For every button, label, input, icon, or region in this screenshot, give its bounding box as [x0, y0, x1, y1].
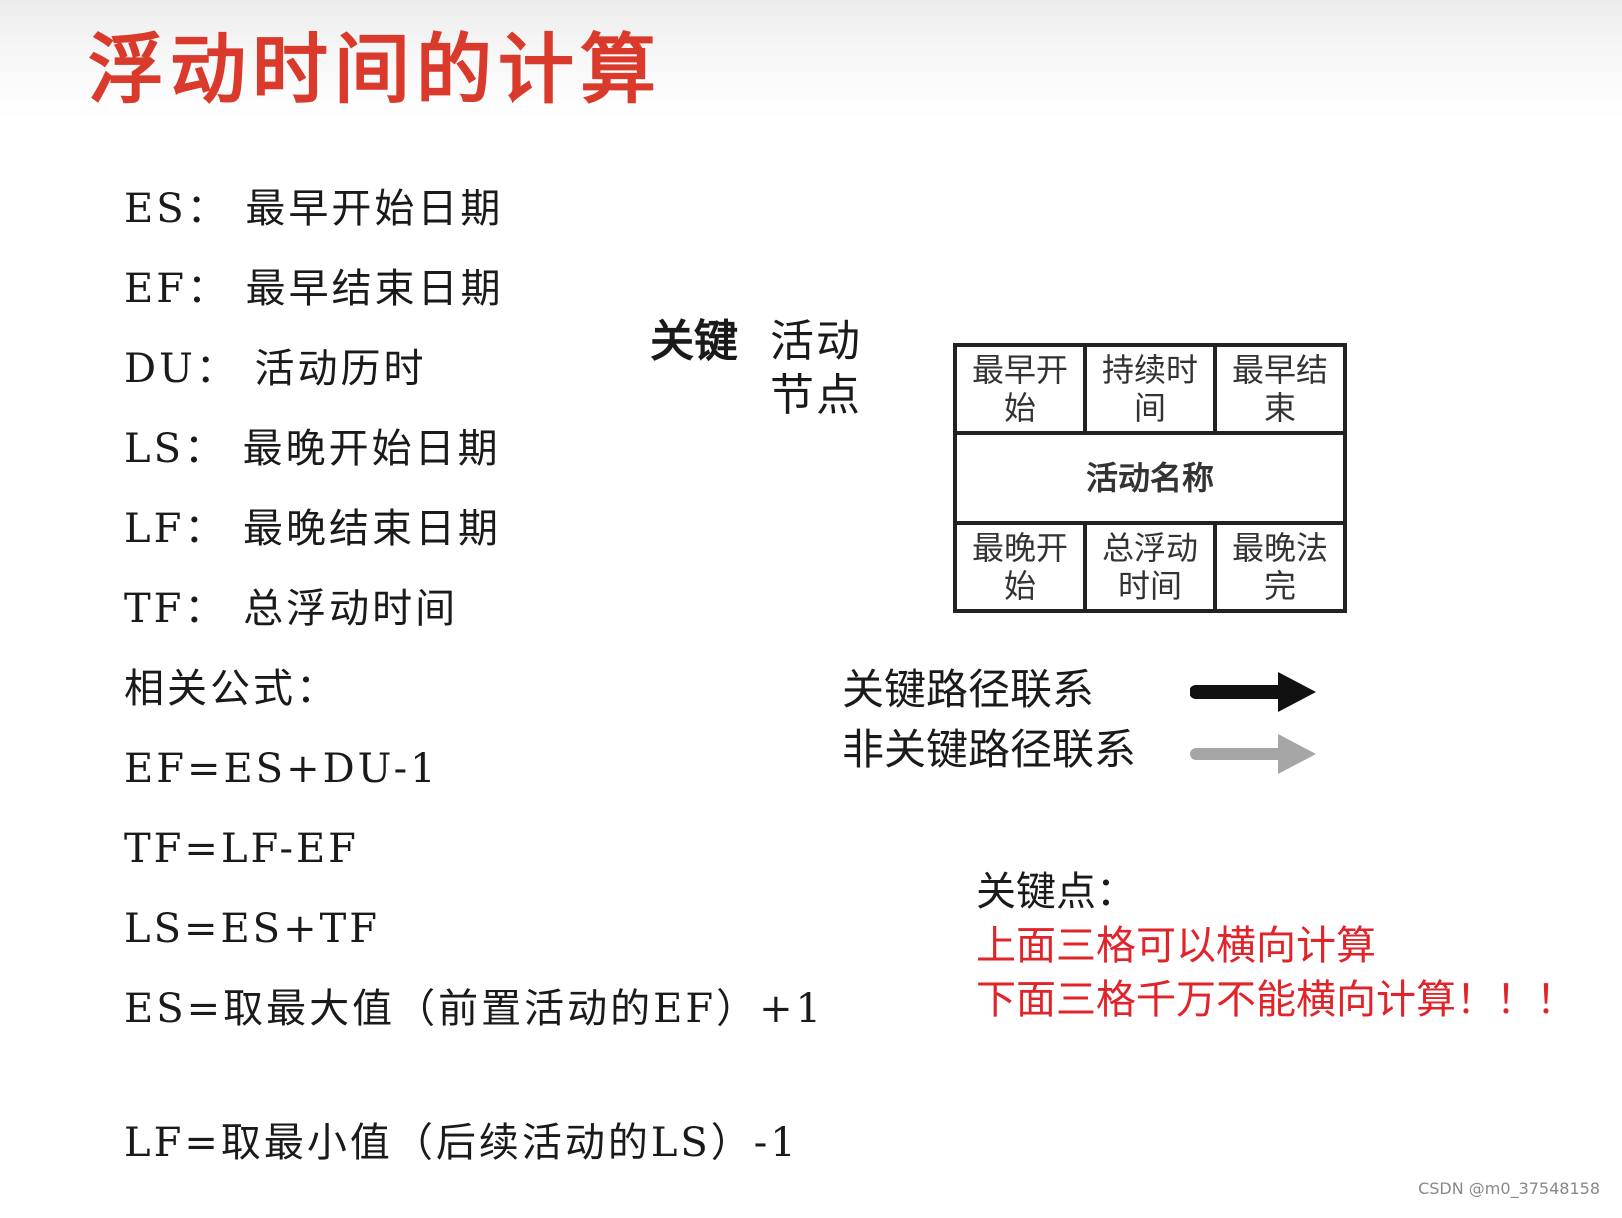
node-cell-early-finish: 最早结束 [1213, 343, 1347, 435]
definition-du: DU： 活动历时 [124, 346, 427, 392]
legend-title: 关键 活动节点 [650, 315, 860, 421]
page-title: 浮动时间的计算 [88, 25, 662, 114]
formula-lf-min: LF=取最小值（后续活动的LS）-1 [124, 1120, 799, 1166]
node-cell-late-start: 最晚开始 [953, 521, 1087, 613]
formula-es-max: ES=取最大值（前置活动的EF）+1 [124, 986, 825, 1032]
formulas-heading: 相关公式： [124, 666, 339, 712]
formula-ls: LS=ES+TF [124, 906, 381, 952]
node-cell-activity-name: 活动名称 [953, 431, 1347, 525]
definition-ef: EF： 最早结束日期 [124, 266, 504, 312]
watermark: CSDN @m0_37548158 [1418, 1179, 1600, 1198]
definition-ls: LS： 最晚开始日期 [124, 426, 501, 472]
definitions-list: ES： 最早开始日期 EF： 最早结束日期 DU： 活动历时 LS： 最晚开始日… [124, 180, 864, 1194]
key-point-top-cells: 上面三格可以横向计算 [976, 923, 1376, 969]
activity-node-diagram: 最早开始 持续时间 最早结束 活动名称 最晚开始 总浮动时间 最晚法完 [953, 343, 1347, 613]
key-points-label: 关键点： [976, 869, 1136, 915]
non-critical-path-link-label: 非关键路径联系 [842, 725, 1137, 774]
node-cell-total-float: 总浮动时间 [1083, 521, 1217, 613]
key-point-bottom-cells: 下面三格千万不能横向计算！！！ [976, 977, 1576, 1023]
critical-path-link-label: 关键路径联系 [842, 665, 1095, 714]
legend-critical-label: 关键 [650, 316, 738, 367]
node-cell-duration: 持续时间 [1083, 343, 1217, 435]
definition-lf: LF： 最晚结束日期 [124, 506, 502, 552]
formula-ef: EF=ES+DU-1 [124, 746, 439, 792]
critical-arrow-icon [1190, 672, 1316, 712]
formula-tf: TF=LF-EF [124, 826, 359, 872]
definition-tf: TF： 总浮动时间 [124, 586, 459, 632]
definition-es: ES： 最早开始日期 [124, 186, 504, 232]
key-points: 关键点： 上面三格可以横向计算 下面三格千万不能横向计算！！！ [976, 865, 1576, 1027]
legend-activity-node-label: 活动节点 [770, 316, 862, 421]
node-cell-late-finish: 最晚法完 [1213, 521, 1347, 613]
non-critical-arrow-icon [1190, 734, 1316, 774]
node-cell-early-start: 最早开始 [953, 343, 1087, 435]
